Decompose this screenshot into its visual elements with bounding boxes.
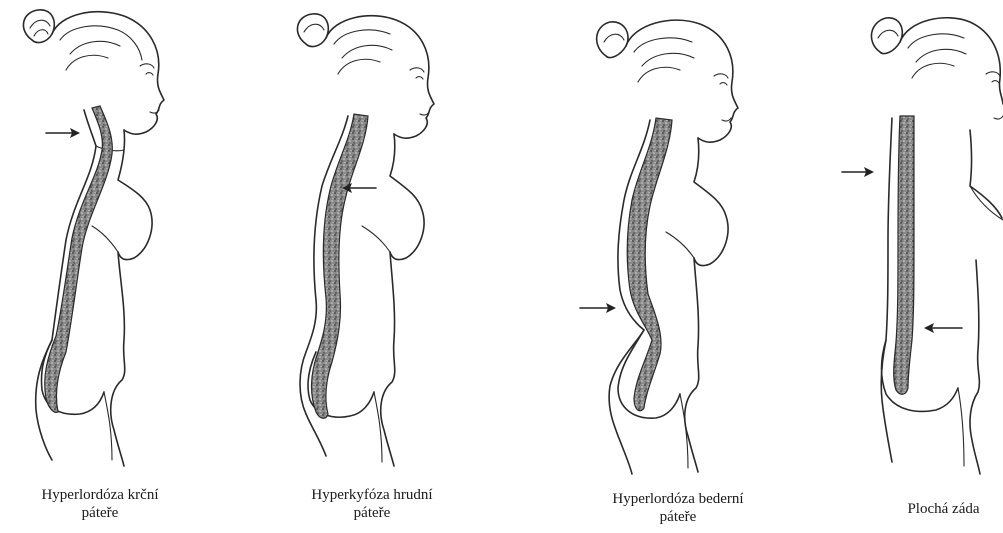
figure-lumbar-hyperlordosis [560, 0, 790, 480]
caption-cervical-line2: páteře [0, 504, 200, 522]
figure-cervical-hyperlordosis [0, 0, 220, 470]
caption-lumbar-line1: Hyperlordóza bederní [578, 490, 778, 508]
arrow-thoracic [250, 0, 480, 470]
caption-thoracic-line1: Hyperkyfóza hrudní [272, 486, 472, 504]
caption-flat-line1: Plochá záda [884, 500, 1003, 518]
caption-flat: Plochá záda [884, 500, 1003, 518]
caption-cervical-line1: Hyperlordóza krční [0, 486, 200, 504]
caption-lumbar: Hyperlordóza bederní páteře [578, 490, 778, 526]
caption-lumbar-line2: páteře [578, 508, 778, 526]
figure-flat-back [840, 0, 1003, 480]
arrow-lumbar [560, 0, 790, 480]
figure-thoracic-hyperkyphosis [250, 0, 480, 470]
arrow-flat-lower [840, 0, 1003, 480]
arrow-cervical [0, 0, 220, 470]
caption-thoracic: Hyperkyfóza hrudní páteře [272, 486, 472, 522]
caption-thoracic-line2: páteře [272, 504, 472, 522]
caption-cervical: Hyperlordóza krční páteře [0, 486, 200, 522]
